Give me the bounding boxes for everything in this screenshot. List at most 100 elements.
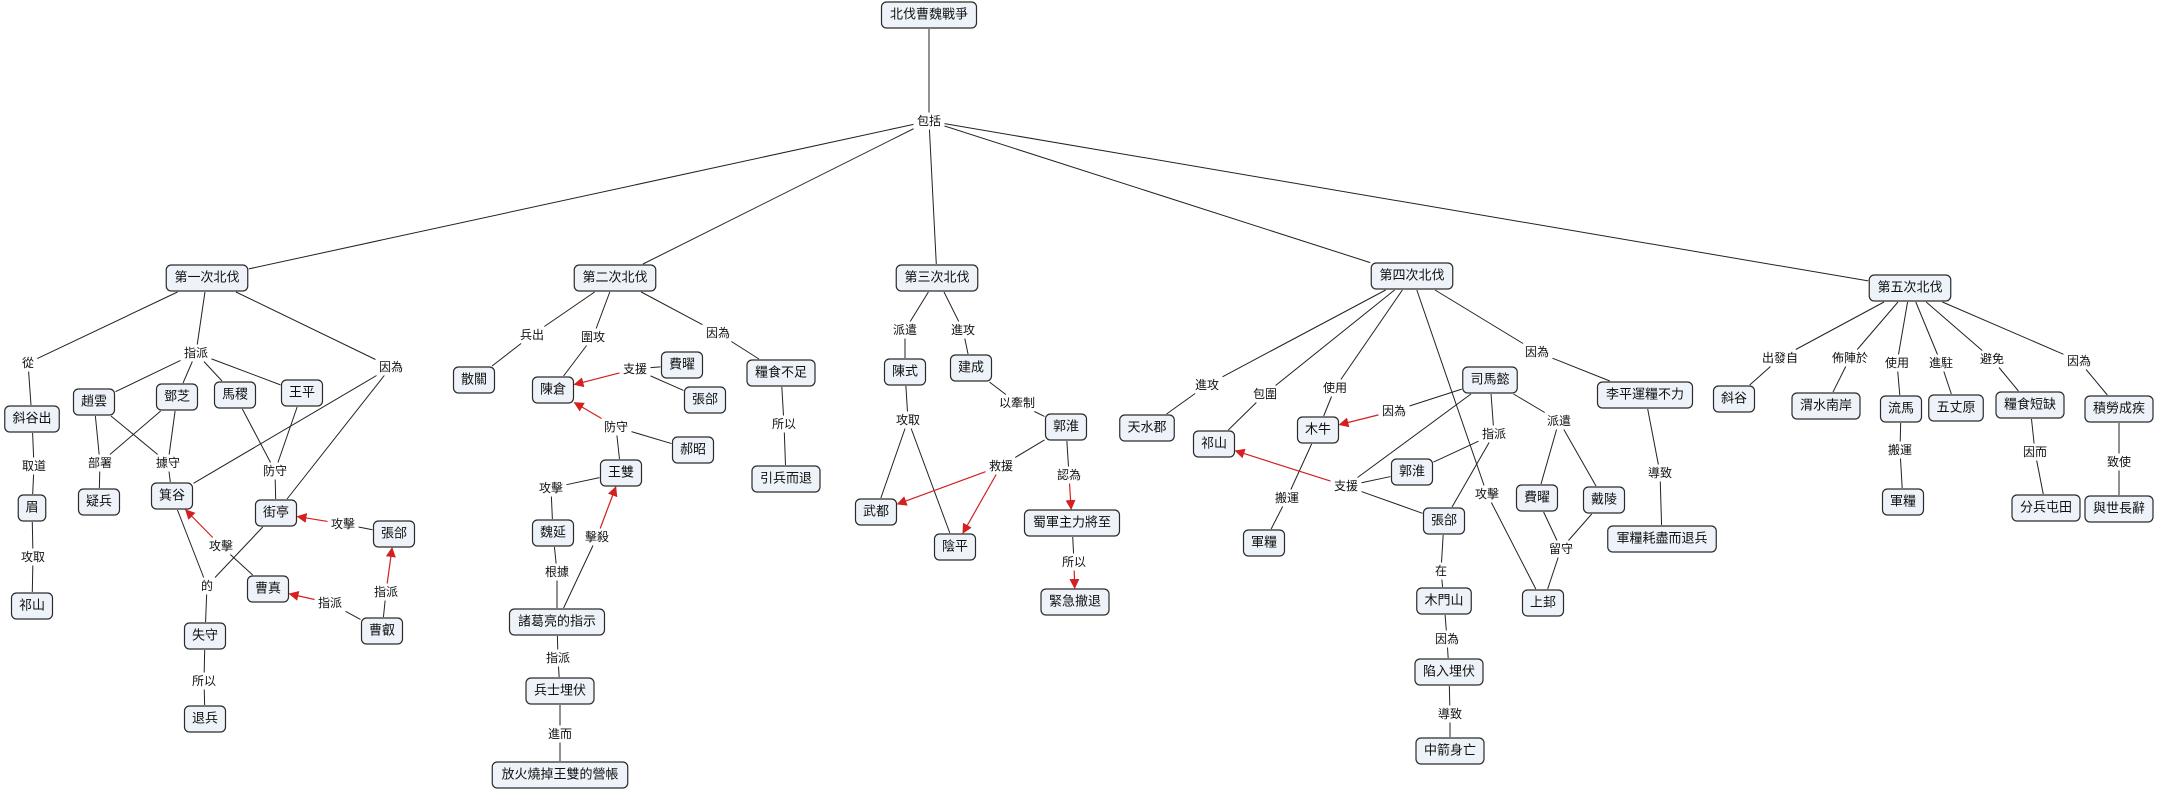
connector-mei-to-lbl_gongqu1 bbox=[31, 521, 34, 549]
concept-node-zhuge_zhishi[interactable]: 諸葛亮的指示 bbox=[508, 608, 606, 636]
arrow-lbl_zhiyuan2-to-qishan2 bbox=[1234, 448, 1331, 482]
connector-lbl_jingong2-to-tianshui bbox=[1166, 393, 1196, 415]
concept-node-jieting[interactable]: 街亭 bbox=[254, 499, 298, 527]
connector-lbl_bimian-to-liangshi2 bbox=[1998, 367, 2019, 392]
concept-node-masu[interactable]: 馬稷 bbox=[213, 381, 257, 409]
concept-node-simayi[interactable]: 司馬懿 bbox=[1462, 366, 1518, 394]
concept-node-shujun[interactable]: 蜀軍主力將至 bbox=[1023, 509, 1121, 537]
concept-node-yinping[interactable]: 陰平 bbox=[933, 533, 977, 561]
concept-node-junliang1[interactable]: 軍糧 bbox=[1242, 529, 1286, 557]
link-text-lbl_baowei: 包圍 bbox=[1253, 387, 1277, 401]
concept-node-zhanghe1[interactable]: 張郃 bbox=[372, 520, 416, 548]
concept-node-weiyan[interactable]: 魏延 bbox=[531, 519, 575, 547]
link-text-lbl_gongqu2: 攻取 bbox=[896, 413, 920, 427]
link-label-lbl_de: 的 bbox=[198, 578, 216, 594]
concept-node-yinbing[interactable]: 引兵而退 bbox=[751, 465, 821, 493]
concept-node-yibing[interactable]: 疑兵 bbox=[77, 488, 121, 516]
concept-node-dailing[interactable]: 戴陵 bbox=[1582, 486, 1626, 514]
link-text-lbl_suoyi1: 所以 bbox=[192, 674, 216, 688]
link-text-lbl_jinzhu: 進駐 bbox=[1929, 355, 1953, 370]
concept-node-fenbing[interactable]: 分兵屯田 bbox=[2011, 494, 2081, 522]
connector-muniu-to-lbl_banyun1 bbox=[1290, 443, 1313, 490]
concept-node-qishan2[interactable]: 祁山 bbox=[1192, 430, 1236, 458]
concept-node-zhanghe2[interactable]: 張郃 bbox=[683, 386, 727, 414]
link-text-lbl_fangshou1: 防守 bbox=[263, 463, 287, 478]
concept-node-shanggui[interactable]: 上邽 bbox=[1521, 589, 1565, 617]
concept-node-guohuai2[interactable]: 郭淮 bbox=[1390, 458, 1434, 486]
concept-text-dailing: 戴陵 bbox=[1591, 493, 1617, 508]
concept-node-chenshi[interactable]: 陳式 bbox=[883, 358, 927, 386]
concept-node-caorui[interactable]: 曹叡 bbox=[360, 617, 404, 645]
concept-node-maifu[interactable]: 兵士埋伏 bbox=[525, 677, 595, 705]
concept-node-feiyao1[interactable]: 費曜 bbox=[660, 351, 704, 379]
concept-node-c3[interactable]: 第三次北伐 bbox=[895, 264, 979, 292]
concept-node-fanghuo[interactable]: 放火燒掉王雙的營帳 bbox=[491, 761, 629, 789]
concept-node-jiancheng[interactable]: 建成 bbox=[949, 354, 993, 382]
concept-node-chencang[interactable]: 陳倉 bbox=[531, 376, 575, 404]
concept-node-c5[interactable]: 第五次北伐 bbox=[1868, 274, 1952, 302]
link-label-lbl_zhiyuan2: 支援 bbox=[1331, 478, 1361, 494]
link-label-lbl_yinwei1: 因為 bbox=[376, 359, 406, 375]
concept-text-c2: 第二次北伐 bbox=[582, 270, 647, 286]
link-text-lbl_yinwei6: 因為 bbox=[2067, 354, 2091, 368]
connector-haozhao-to-lbl_fangshou2 bbox=[631, 431, 672, 445]
concept-node-c4[interactable]: 第四次北伐 bbox=[1370, 262, 1454, 290]
concept-node-c2[interactable]: 第二次北伐 bbox=[573, 264, 657, 292]
concept-node-zhongjian[interactable]: 中箭身亡 bbox=[1415, 737, 1485, 765]
concept-text-junliangjin: 軍糧耗盡而退兵 bbox=[1616, 532, 1707, 547]
concept-node-sanguan[interactable]: 散關 bbox=[452, 366, 496, 394]
concept-node-mumenshan[interactable]: 木門山 bbox=[1416, 587, 1472, 615]
connector-c4-to-lbl_baowei bbox=[1275, 289, 1395, 386]
link-text-lbl_weigong: 圍攻 bbox=[581, 330, 605, 344]
connector-lbl_baowei-to-qishan2 bbox=[1227, 402, 1257, 431]
concept-node-junliangjin[interactable]: 軍糧耗盡而退兵 bbox=[1607, 525, 1717, 553]
concept-node-liping[interactable]: 李平運糧不力 bbox=[1596, 381, 1694, 409]
concept-node-liangshi1[interactable]: 糧食不足 bbox=[746, 359, 816, 387]
concept-node-xiegu1[interactable]: 斜谷出 bbox=[4, 405, 60, 433]
concept-node-dengzhi[interactable]: 鄧芝 bbox=[155, 383, 199, 411]
concept-node-qishan1[interactable]: 祁山 bbox=[10, 592, 54, 620]
connector-lbl_baokuo-to-c2 bbox=[642, 128, 914, 265]
connector-lbl_baokuo-to-c3 bbox=[928, 129, 937, 265]
concept-node-haozhao[interactable]: 郝昭 bbox=[671, 436, 715, 464]
connector-zhanghe3-to-lbl_zai bbox=[1441, 534, 1444, 563]
connector-lbl_gongqu1-to-qishan1 bbox=[31, 565, 34, 593]
concept-node-caozhen[interactable]: 曹真 bbox=[246, 575, 290, 603]
concept-node-muniu[interactable]: 木牛 bbox=[1296, 416, 1340, 444]
concept-node-liangshi2[interactable]: 糧食短缺 bbox=[1995, 391, 2065, 419]
concept-node-wangping[interactable]: 王平 bbox=[280, 379, 324, 407]
concept-node-xianru[interactable]: 陷入埋伏 bbox=[1414, 658, 1484, 686]
concept-node-jilao[interactable]: 積勞成疾 bbox=[2084, 395, 2154, 423]
concept-node-wuzhangyuan[interactable]: 五丈原 bbox=[1928, 394, 1984, 422]
concept-node-shishou[interactable]: 失守 bbox=[183, 622, 227, 650]
concept-node-junliang2[interactable]: 軍糧 bbox=[1881, 488, 1925, 516]
concept-node-wudu[interactable]: 武都 bbox=[854, 498, 898, 526]
concept-node-tuibing[interactable]: 退兵 bbox=[183, 705, 227, 733]
connector-shishou-to-lbl_suoyi1 bbox=[203, 649, 206, 673]
link-text-lbl_bimian: 避免 bbox=[1980, 351, 2004, 366]
concept-node-feiyao2[interactable]: 費曜 bbox=[1515, 484, 1559, 512]
concept-node-c1[interactable]: 第一次北伐 bbox=[165, 264, 249, 292]
concept-node-yushi[interactable]: 與世長辭 bbox=[2084, 495, 2154, 523]
concept-text-liuma: 流馬 bbox=[1888, 402, 1914, 417]
link-label-lbl_jushou: 據守 bbox=[153, 455, 183, 471]
concept-node-jinji[interactable]: 緊急撤退 bbox=[1040, 588, 1110, 616]
connector-lbl_zhipai5-to-guohuai2 bbox=[1433, 440, 1479, 463]
concept-node-root[interactable]: 北伐曹魏戰爭 bbox=[880, 1, 978, 29]
concept-node-tianshui[interactable]: 天水郡 bbox=[1119, 414, 1175, 442]
concept-node-weishui[interactable]: 渭水南岸 bbox=[1791, 392, 1861, 420]
concept-node-zhanghe3[interactable]: 張郃 bbox=[1422, 507, 1466, 535]
concept-node-liuma[interactable]: 流馬 bbox=[1879, 395, 1923, 423]
link-label-lbl_suoyi1: 所以 bbox=[189, 673, 219, 689]
connector-c3-to-lbl_paiqian1 bbox=[909, 291, 929, 322]
concept-node-mei[interactable]: 眉 bbox=[17, 494, 47, 522]
link-label-lbl_zhiyuan: 支援 bbox=[620, 361, 650, 377]
concept-node-wangshuang[interactable]: 王雙 bbox=[599, 459, 643, 487]
concept-text-sanguan: 散關 bbox=[461, 373, 487, 388]
concept-node-xiegu2[interactable]: 斜谷 bbox=[1712, 385, 1756, 413]
concept-node-guohuai1[interactable]: 郭淮 bbox=[1044, 413, 1088, 441]
concept-node-zhaoyun[interactable]: 趙雲 bbox=[72, 388, 116, 416]
link-label-lbl_yinwei3: 因為 bbox=[1379, 403, 1409, 419]
concept-node-jigu[interactable]: 箕谷 bbox=[150, 482, 194, 510]
